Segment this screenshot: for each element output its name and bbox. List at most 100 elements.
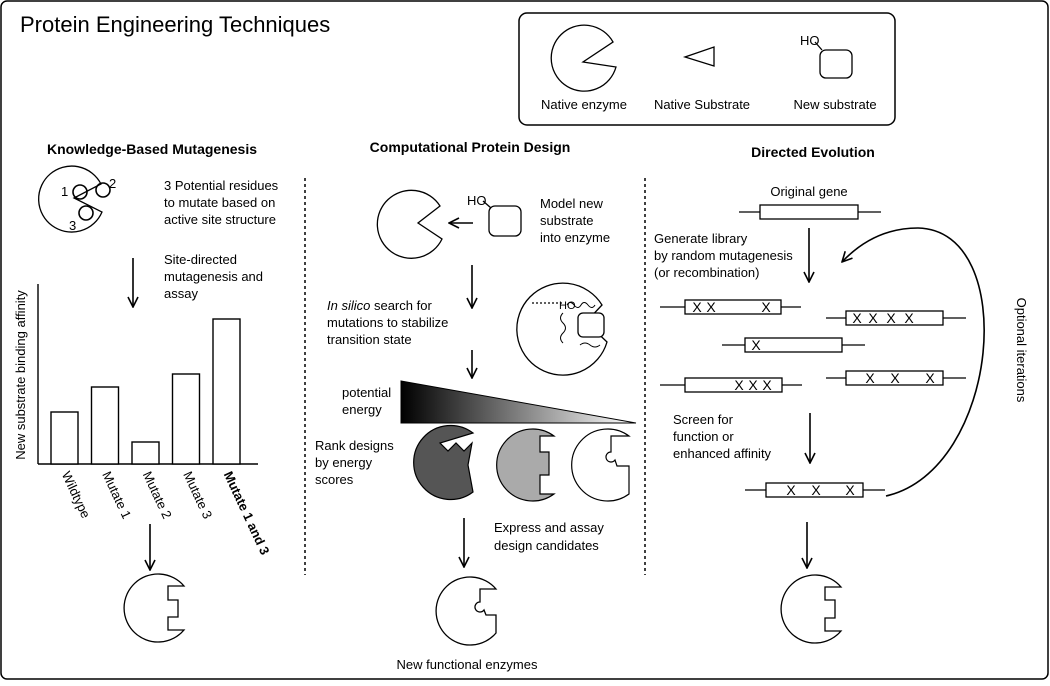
residue-1-label: 1 (61, 184, 68, 199)
transition-wavy-bond-top (566, 302, 596, 308)
screen-line-1: Screen for (673, 412, 734, 427)
mutation-mark: X (786, 482, 796, 498)
residues-note-line-3: active site structure (164, 212, 276, 227)
residues-note-line-1: 3 Potential residues (164, 178, 279, 193)
transition-state-enzyme-icon (516, 282, 608, 376)
rank-line-2: by energy (315, 455, 373, 470)
library-gene-4: X X X (660, 377, 802, 393)
rank-line-1: Rank designs (315, 438, 394, 453)
transition-wavy-bond-bottom (579, 342, 601, 348)
legend: Native enzyme Native Substrate HO New su… (518, 12, 896, 126)
model-line-3: into enzyme (540, 230, 610, 245)
mutation-mark: X (811, 482, 821, 498)
mutation-mark: X (751, 337, 761, 353)
legend-ho-label: HO (800, 33, 820, 48)
mutation-mark: X (748, 377, 758, 393)
x-tick-label-3: Mutate 3 (180, 469, 215, 521)
search-line-3: transition state (327, 332, 412, 347)
native-substrate-icon (682, 46, 715, 67)
chart-y-label: New substrate binding affinity (13, 290, 28, 460)
knowledge-heading: Knowledge-Based Mutagenesis (47, 141, 257, 157)
target-enzyme-icon (38, 165, 103, 233)
generate-line-2: by random mutagenesis (654, 248, 793, 263)
mutation-mark: X (845, 482, 855, 498)
optional-iterations-label: Optional iterations (1014, 298, 1029, 403)
iteration-loop-arrow (842, 227, 985, 497)
directed-heading: Directed Evolution (751, 144, 875, 160)
chart-bars (50, 318, 241, 465)
mutation-mark: X (852, 310, 862, 326)
x-tick-label-4: Mutate 1 and 3 (221, 469, 273, 557)
model-new-substrate-icon (488, 205, 522, 237)
design-high-energy-icon (413, 424, 475, 501)
legend-native-substrate-label: Native Substrate (654, 97, 750, 112)
energy-line-2: energy (342, 402, 382, 417)
original-gene (739, 204, 881, 220)
directed-evolution-section: Directed Evolution Original gene Generat… (654, 144, 1029, 644)
search-line-1-rest: search for (370, 298, 432, 313)
original-gene-label: Original gene (770, 184, 847, 199)
x-tick-label-1: Mutate 1 (99, 469, 134, 521)
computational-section: Computational Protein Design HO Model ne… (315, 139, 637, 646)
generate-line-3: (or recombination) (654, 265, 760, 280)
legend-ho-bond (814, 41, 823, 51)
transition-ho-label: HO (559, 300, 576, 312)
legend-box (518, 12, 896, 126)
x-tick-label-0: Wildtype (59, 469, 94, 521)
mutation-mark: X (706, 299, 716, 315)
mutation-mark: X (904, 310, 914, 326)
library-gene-3: X (722, 337, 865, 353)
energy-line-1: potential (342, 385, 391, 400)
selected-gene: X X X (745, 482, 885, 498)
residue-2-circle (95, 182, 111, 198)
new-functional-enzymes-label: New functional enzymes (397, 657, 538, 672)
mutation-mark: X (734, 377, 744, 393)
residues-note-line-2: to mutate based on (164, 195, 275, 210)
energy-gradient-wedge (400, 380, 637, 424)
screen-line-3: enhanced affinity (673, 446, 772, 461)
express-line-2: design candidates (494, 538, 599, 553)
bar-2 (131, 441, 160, 465)
mutation-mark: X (890, 370, 900, 386)
library-gene-2: X X X X (826, 310, 966, 326)
result-enzyme-3-icon (780, 574, 843, 644)
model-enzyme-icon (376, 189, 443, 259)
in-silico-text: In silico (327, 298, 370, 313)
bar-0 (50, 411, 79, 465)
x-tick-label-2: Mutate 2 (140, 469, 175, 521)
site-directed-line-3: assay (164, 286, 198, 301)
result-enzyme-2-icon (435, 576, 498, 646)
model-ho-bond (482, 200, 492, 209)
site-directed-line-2: mutagenesis and (164, 269, 263, 284)
library-gene-5: X X X (826, 370, 966, 386)
native-enzyme-icon (550, 24, 617, 92)
model-ho-label: HO (467, 193, 487, 208)
mutation-mark: X (886, 310, 896, 326)
model-line-1: Model new (540, 196, 603, 211)
search-line-1: In silico search for (327, 298, 432, 313)
residue-2-label: 2 (109, 176, 116, 191)
figure-title: Protein Engineering Techniques (20, 12, 330, 37)
rank-line-3: scores (315, 472, 354, 487)
screen-line-2: function or (673, 429, 734, 444)
design-medium-energy-icon (496, 428, 556, 502)
knowledge-based-section: Knowledge-Based Mutagenesis 1 2 3 3 Pote… (13, 141, 279, 643)
site-directed-line-1: Site-directed (164, 252, 237, 267)
legend-native-enzyme-label: Native enzyme (541, 97, 627, 112)
model-line-2: substrate (540, 213, 593, 228)
residue-1-circle (72, 184, 88, 200)
result-enzyme-1-icon (123, 573, 186, 643)
mutation-mark: X (868, 310, 878, 326)
new-substrate-icon (819, 49, 853, 79)
mutation-mark: X (692, 299, 702, 315)
library-gene-1: X X X (660, 299, 801, 315)
design-low-energy-icon (571, 428, 631, 502)
mutation-mark: X (865, 370, 875, 386)
generate-line-1: Generate library (654, 231, 748, 246)
bar-4 (212, 318, 241, 465)
